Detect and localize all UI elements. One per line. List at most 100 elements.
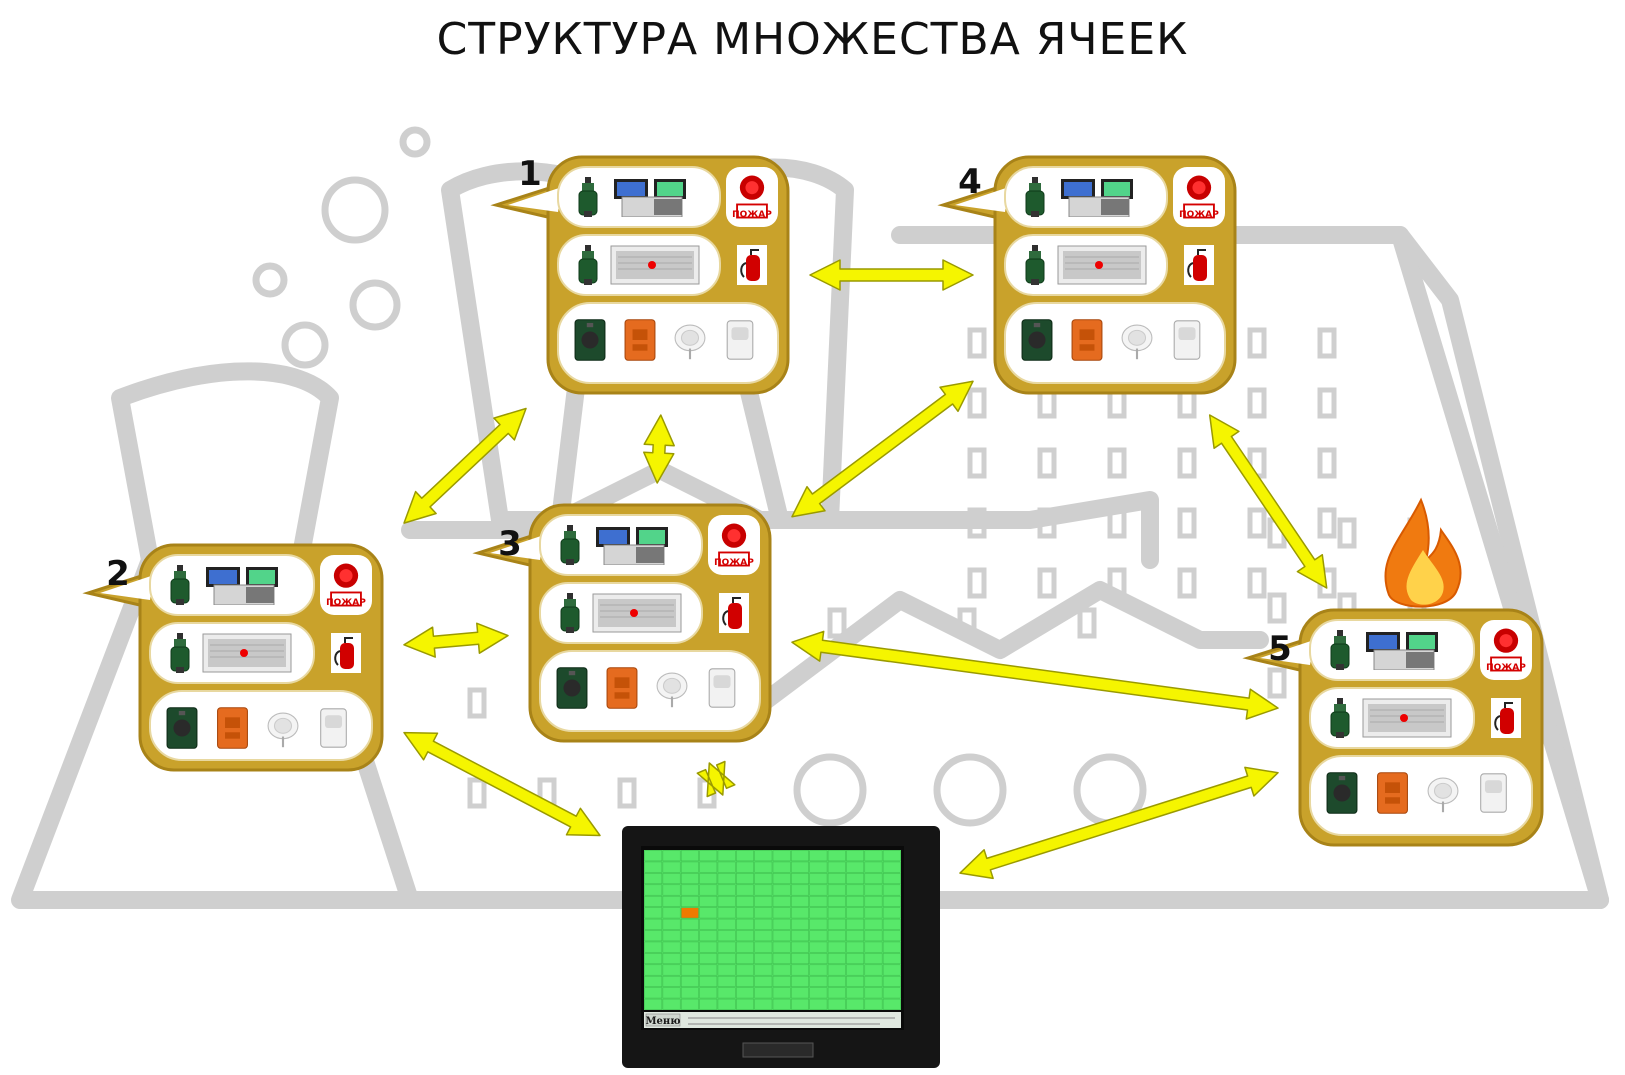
grid-cell[interactable] bbox=[864, 975, 883, 987]
grid-cell[interactable] bbox=[864, 850, 883, 862]
grid-cell[interactable] bbox=[791, 907, 809, 919]
grid-cell[interactable] bbox=[754, 918, 773, 930]
grid-cell[interactable] bbox=[846, 918, 865, 930]
grid-cell[interactable] bbox=[864, 953, 883, 965]
grid-cell[interactable] bbox=[699, 918, 718, 930]
grid-cell[interactable] bbox=[717, 884, 736, 896]
grid-cell[interactable] bbox=[699, 850, 718, 862]
grid-cell[interactable] bbox=[882, 953, 901, 965]
grid-cell[interactable] bbox=[717, 941, 736, 953]
grid-cell[interactable] bbox=[754, 930, 773, 942]
grid-cell[interactable] bbox=[827, 895, 846, 907]
grid-cell[interactable] bbox=[827, 953, 846, 965]
grid-cell[interactable] bbox=[754, 850, 773, 862]
grid-cell[interactable] bbox=[772, 975, 791, 987]
grid-cell[interactable] bbox=[680, 941, 699, 953]
grid-cell[interactable] bbox=[809, 895, 828, 907]
grid-cell[interactable] bbox=[864, 918, 883, 930]
grid-cell[interactable] bbox=[754, 941, 773, 953]
grid-cell[interactable] bbox=[736, 918, 754, 930]
grid-cell[interactable] bbox=[846, 987, 865, 999]
grid-cell[interactable] bbox=[791, 998, 809, 1010]
grid-cell[interactable] bbox=[662, 998, 681, 1010]
grid-cell[interactable] bbox=[662, 884, 681, 896]
grid-cell[interactable] bbox=[754, 975, 773, 987]
grid-cell[interactable] bbox=[736, 850, 754, 862]
grid-cell[interactable] bbox=[680, 895, 699, 907]
grid-cell[interactable] bbox=[827, 873, 846, 885]
grid-cell[interactable] bbox=[680, 861, 699, 873]
grid-cell[interactable] bbox=[791, 975, 809, 987]
grid-cell[interactable] bbox=[717, 975, 736, 987]
grid-cell[interactable] bbox=[846, 941, 865, 953]
grid-cell[interactable] bbox=[809, 907, 828, 919]
grid-cell[interactable] bbox=[699, 907, 718, 919]
grid-cell[interactable] bbox=[662, 975, 681, 987]
grid-cell[interactable] bbox=[882, 998, 901, 1010]
grid-cell[interactable] bbox=[772, 987, 791, 999]
grid-cell[interactable] bbox=[699, 998, 718, 1010]
grid-cell[interactable] bbox=[736, 964, 754, 976]
grid-cell[interactable] bbox=[846, 884, 865, 896]
grid-cell[interactable] bbox=[736, 907, 754, 919]
grid-cell[interactable] bbox=[809, 930, 828, 942]
monitor-terminal[interactable]: Меню bbox=[622, 826, 940, 1068]
grid-cell[interactable] bbox=[827, 964, 846, 976]
grid-cell[interactable] bbox=[809, 918, 828, 930]
grid-cell[interactable] bbox=[699, 975, 718, 987]
grid-cell[interactable] bbox=[717, 964, 736, 976]
grid-cell[interactable] bbox=[864, 861, 883, 873]
grid-cell[interactable] bbox=[791, 941, 809, 953]
grid-cell[interactable] bbox=[736, 953, 754, 965]
grid-cell[interactable] bbox=[791, 884, 809, 896]
grid-cell[interactable] bbox=[772, 873, 791, 885]
grid-cell[interactable] bbox=[717, 953, 736, 965]
grid-cell[interactable] bbox=[846, 895, 865, 907]
grid-cell[interactable] bbox=[699, 861, 718, 873]
grid-cell[interactable] bbox=[699, 930, 718, 942]
grid-cell[interactable] bbox=[791, 930, 809, 942]
grid-cell[interactable] bbox=[644, 918, 663, 930]
grid-cell[interactable] bbox=[644, 861, 663, 873]
grid-cell[interactable] bbox=[662, 964, 681, 976]
grid-cell[interactable] bbox=[717, 907, 736, 919]
grid-cell[interactable] bbox=[827, 987, 846, 999]
grid-cell[interactable] bbox=[754, 873, 773, 885]
grid-cell[interactable] bbox=[809, 884, 828, 896]
grid-cell[interactable] bbox=[736, 873, 754, 885]
grid-cell[interactable] bbox=[736, 930, 754, 942]
grid-cell[interactable] bbox=[717, 998, 736, 1010]
grid-cell[interactable] bbox=[809, 964, 828, 976]
grid-cell[interactable] bbox=[772, 953, 791, 965]
grid-cell[interactable] bbox=[791, 861, 809, 873]
grid-cell[interactable] bbox=[644, 998, 663, 1010]
grid-cell[interactable] bbox=[754, 907, 773, 919]
grid-cell[interactable] bbox=[772, 918, 791, 930]
grid-cell[interactable] bbox=[882, 907, 901, 919]
grid-cell[interactable] bbox=[736, 884, 754, 896]
grid-cell[interactable] bbox=[864, 941, 883, 953]
grid-cell[interactable] bbox=[680, 884, 699, 896]
grid-cell[interactable] bbox=[864, 884, 883, 896]
grid-cell[interactable] bbox=[772, 930, 791, 942]
grid-cell[interactable] bbox=[644, 975, 663, 987]
grid-cell[interactable] bbox=[791, 850, 809, 862]
grid-cell[interactable] bbox=[791, 895, 809, 907]
grid-cell[interactable] bbox=[680, 998, 699, 1010]
grid-cell[interactable] bbox=[809, 861, 828, 873]
grid-cell[interactable] bbox=[791, 953, 809, 965]
grid-cell[interactable] bbox=[827, 998, 846, 1010]
grid-cell[interactable] bbox=[680, 987, 699, 999]
grid-cell[interactable] bbox=[846, 998, 865, 1010]
grid-cell[interactable] bbox=[717, 861, 736, 873]
grid-cell[interactable] bbox=[736, 987, 754, 999]
grid-cell[interactable] bbox=[864, 873, 883, 885]
grid-cell[interactable] bbox=[662, 861, 681, 873]
grid-cell[interactable] bbox=[662, 918, 681, 930]
grid-cell[interactable] bbox=[809, 975, 828, 987]
grid-cell[interactable] bbox=[791, 918, 809, 930]
grid-cell[interactable] bbox=[662, 907, 681, 919]
